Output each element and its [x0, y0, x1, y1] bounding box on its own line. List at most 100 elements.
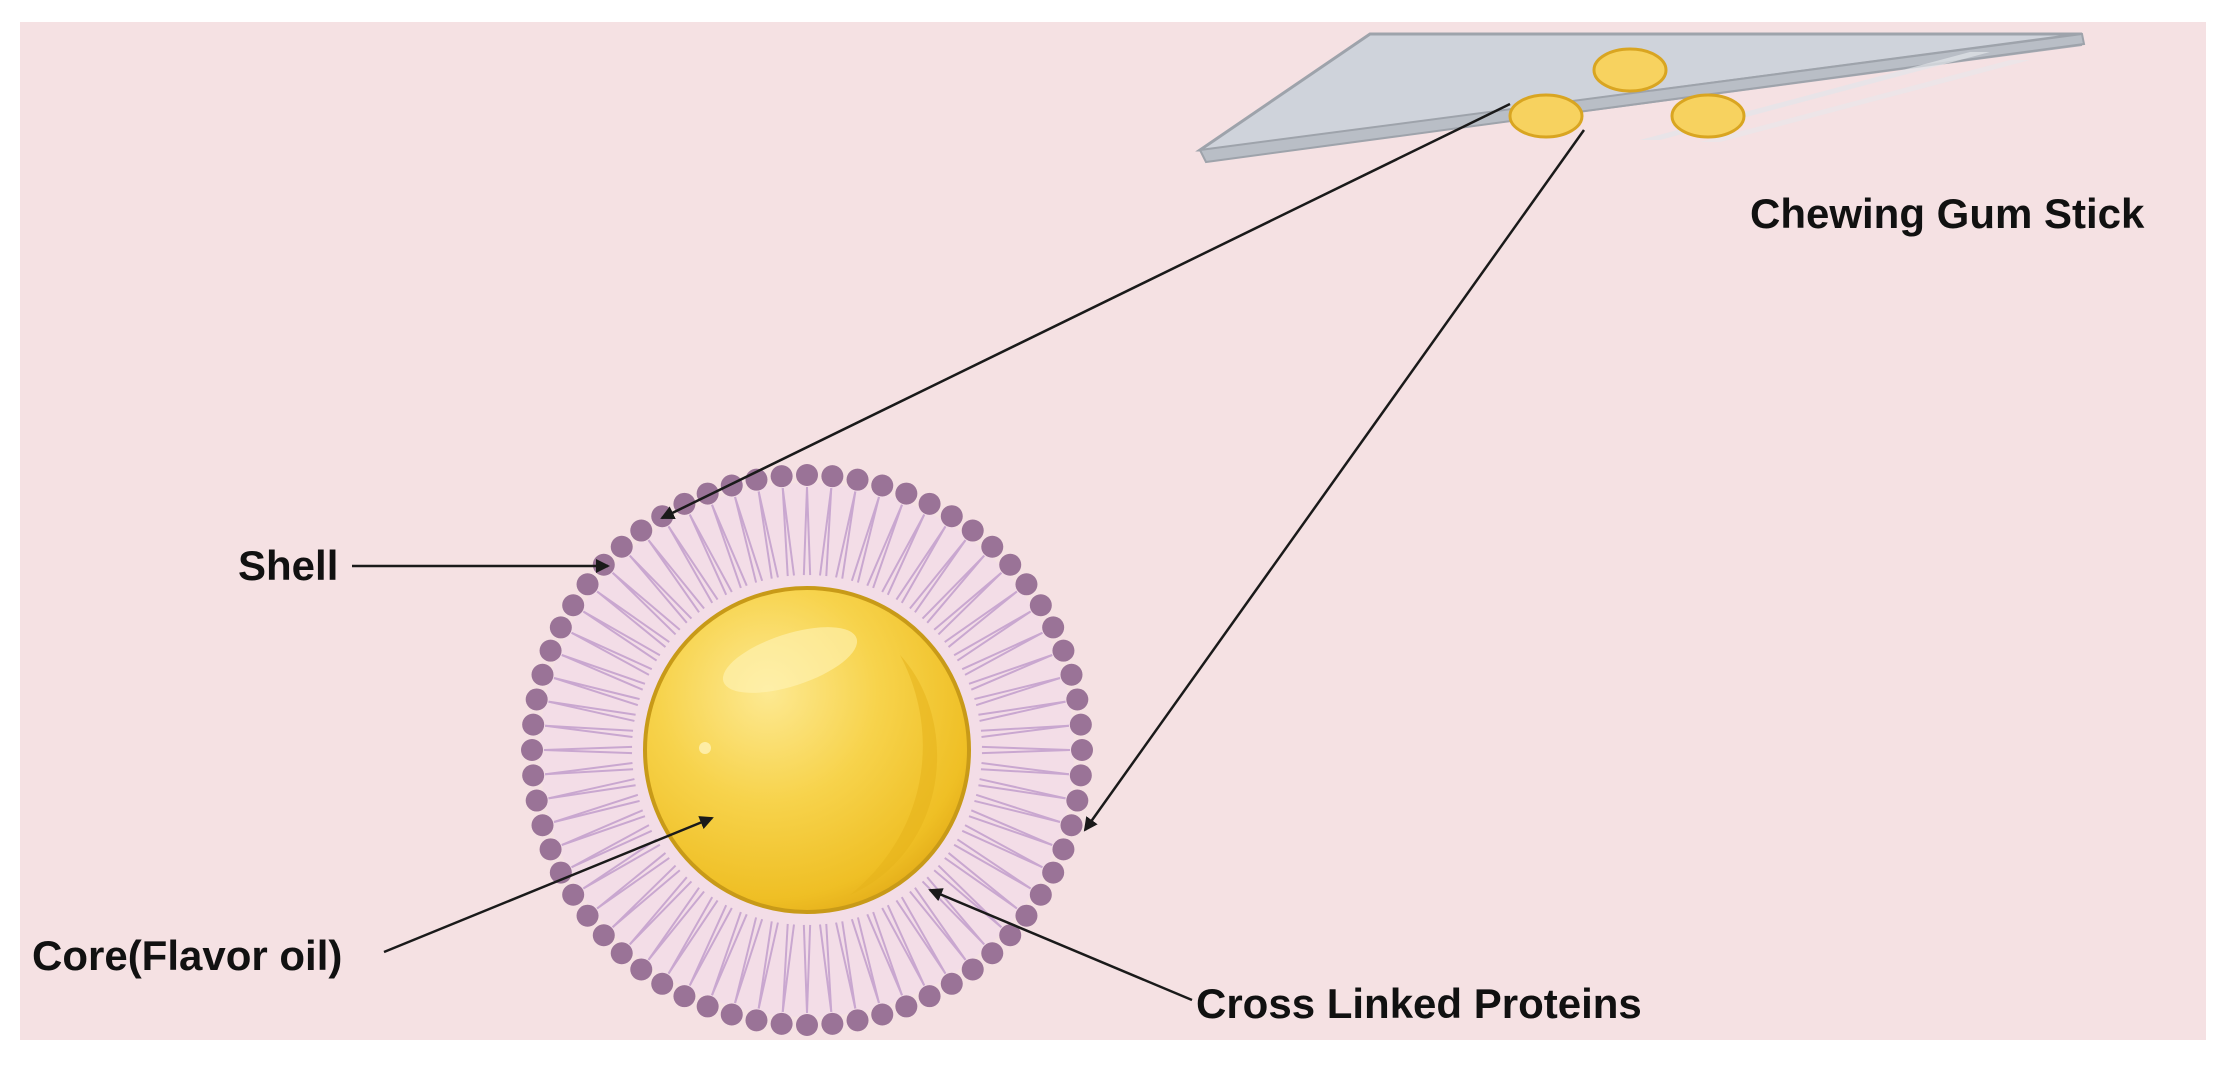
phospholipid-head — [549, 616, 572, 639]
phospholipid-tail — [835, 491, 857, 579]
phospholipid-tail — [802, 486, 812, 576]
phospholipid-tail — [543, 745, 633, 755]
phospholipid-tail — [978, 778, 1066, 800]
phospholipid-head — [592, 553, 615, 576]
phospholipid-tail — [548, 778, 636, 800]
background-panel — [20, 22, 2206, 1040]
phospholipid-head — [610, 942, 633, 965]
phospholipid-head — [770, 465, 793, 488]
phospholipid-head — [918, 985, 941, 1008]
phospholipid-tail — [561, 809, 646, 846]
phospholipid-head — [521, 739, 543, 761]
phospholipid-head — [1015, 573, 1038, 596]
phospholipid-head — [562, 594, 585, 617]
phospholipid-head — [999, 924, 1022, 947]
shell-label: Shell — [238, 542, 338, 589]
phospholipid-tail — [688, 904, 733, 986]
phospholipid-tail — [961, 824, 1043, 869]
phospholipid-head — [918, 492, 941, 515]
phospholipid-tail — [968, 809, 1053, 846]
phospholipid-tail — [802, 924, 812, 1014]
phospholipid-tail — [667, 525, 719, 604]
gum-capsule — [1508, 93, 1584, 139]
phospholipid-tail — [909, 539, 967, 613]
phospholipid-tail — [553, 677, 640, 707]
phospholipid-head — [1029, 883, 1052, 906]
gum-capsule — [1592, 47, 1668, 93]
phospholipid-head — [1029, 594, 1052, 617]
phospholipid-tail — [667, 896, 719, 975]
phospholipid-head — [610, 535, 633, 558]
phospholipid-head — [525, 688, 548, 711]
phospholipid-tail — [647, 539, 705, 613]
phospholipid-head — [999, 553, 1022, 576]
glass-slide-icon — [1195, 32, 2086, 164]
phospholipid-tail — [582, 610, 661, 662]
phospholipid-tail — [866, 504, 903, 589]
phospholipid-head — [821, 1012, 844, 1035]
phospholipid-tail — [980, 724, 1070, 738]
phospholipid-head — [651, 505, 674, 528]
phospholipid-tail — [881, 514, 926, 596]
phospholipid-tail — [582, 838, 661, 890]
phospholipid-head — [796, 1014, 818, 1036]
phospholipid-tail — [866, 911, 903, 996]
phospholipid-head — [895, 482, 918, 505]
phospholipid-head — [1052, 838, 1075, 861]
phospholipid-tail — [850, 917, 880, 1004]
phospholipid-tail — [688, 514, 733, 596]
phospholipid-tail — [835, 921, 857, 1009]
phospholipid-head — [981, 535, 1004, 558]
phospholipid-head — [720, 474, 743, 497]
phospholipid-tail — [596, 590, 670, 648]
core-label-arrow — [383, 816, 714, 954]
phospholipid-tail — [711, 911, 748, 996]
phospholipid-head — [696, 995, 719, 1018]
proteins-label-arrow — [928, 888, 1193, 1002]
phospholipid-tail — [895, 896, 947, 975]
phospholipid-tail — [978, 700, 1066, 722]
phospholipid-tail — [953, 610, 1032, 662]
phospholipid-head — [1060, 663, 1083, 686]
phospholipid-tail — [781, 487, 795, 577]
phospholipid-head — [961, 958, 984, 981]
phospholipid-tail — [757, 491, 779, 579]
gum-capsule — [1670, 93, 1746, 139]
phospholipid-tail — [944, 852, 1018, 910]
phospholipid-tail — [909, 887, 967, 961]
phospholipid-head — [796, 464, 818, 486]
phospholipid-head — [846, 468, 869, 491]
phospholipid-tail — [981, 745, 1071, 755]
phospholipid-head — [871, 474, 894, 497]
phospholipid-tail — [980, 762, 1070, 776]
core-droplet — [643, 586, 971, 914]
phospholipid-tail — [781, 923, 795, 1013]
phospholipid-head — [522, 713, 545, 736]
phospholipid-tail — [974, 793, 1061, 823]
phospholipid-tail — [647, 887, 705, 961]
phospholipid-tail — [961, 631, 1043, 676]
phospholipid-head — [1060, 814, 1083, 837]
phospholipid-head — [846, 1009, 869, 1032]
phospholipid-tail — [571, 631, 653, 676]
phospholipid-head — [651, 972, 674, 995]
phospholipid-head — [745, 1009, 768, 1032]
phospholipid-head — [720, 1003, 743, 1026]
phospholipid-head — [673, 985, 696, 1008]
phospholipid-tail — [953, 838, 1032, 890]
phospholipid-tail — [611, 572, 681, 636]
phospholipid-head — [576, 573, 599, 596]
phospholipid-tail — [944, 590, 1018, 648]
phospholipid-head — [562, 883, 585, 906]
gum-stick-label: Chewing Gum Stick — [1750, 190, 2145, 237]
phospholipid-head — [1069, 713, 1092, 736]
phospholipid-tail — [553, 793, 640, 823]
phospholipid-tail — [921, 554, 985, 624]
phospholipid-tail — [734, 496, 764, 583]
phospholipid-tail — [596, 852, 670, 910]
phospholipid-tail — [544, 762, 634, 776]
phospholipid-tail — [544, 724, 634, 738]
phospholipid-head — [1042, 616, 1065, 639]
phospholipid-head — [871, 1003, 894, 1026]
